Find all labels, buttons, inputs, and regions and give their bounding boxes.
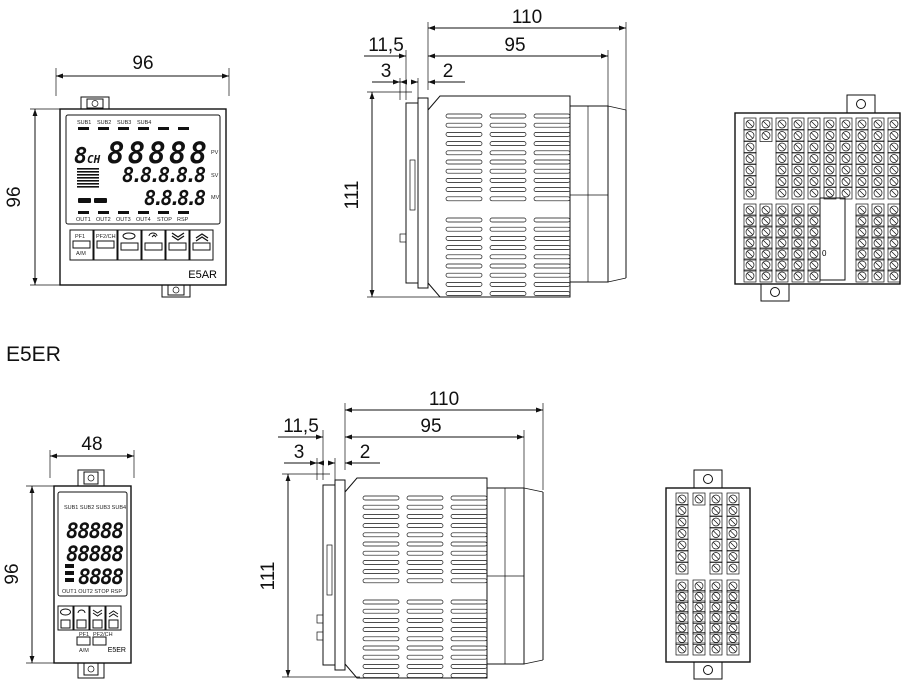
e5ar-side-height-label: 111: [342, 181, 363, 210]
e5er-key-row: [57, 605, 122, 646]
e5ar-stop-label: STOP: [157, 217, 172, 223]
e5ar-pv-tag: PV: [211, 150, 219, 156]
e5er-out-labels-strip: OUT1 OUT2 STOP RSP: [62, 589, 122, 595]
e5er-row3-display: 8888: [78, 565, 124, 589]
e5ar-front-width-label: 96: [132, 53, 153, 74]
e5er-side-view: 110 95 11,5 3 2 111: [258, 389, 544, 679]
e5er-sub-labels-strip: SUB1 SUB2 SUB3 SUB4: [64, 505, 126, 511]
e5ar-key-row: [69, 229, 214, 261]
e5ar-side-front-a-label: 11,5: [368, 35, 404, 56]
e5ar-side-front-c-label: 2: [443, 61, 454, 82]
e5er-front-width-label: 48: [81, 434, 102, 455]
e5ar-sub2-label: SUB2: [97, 120, 111, 126]
e5ar-side-view: 110 95 11,5 3 2 111: [342, 7, 627, 298]
e5er-model-label: E5ER: [108, 647, 126, 654]
e5ar-pf1-key-label: PF1: [75, 234, 85, 240]
e5ar-rear-view: 0: [734, 94, 901, 302]
e5er-side-front-b-label: 3: [294, 442, 305, 463]
e5ar-front-height-label: 96: [4, 186, 25, 207]
e5ar-out2-label: OUT2: [96, 217, 111, 223]
e5ar-out4-label: OUT4: [136, 217, 151, 223]
e5ar-pv-display: 88888: [107, 136, 207, 170]
e5ar-side-depth-total-label: 110: [512, 7, 542, 28]
e5ar-ch-digit: 8: [74, 144, 87, 169]
e5ar-out1-label: OUT1: [76, 217, 91, 223]
e5ar-ch-label: CH: [87, 153, 101, 166]
e5ar-front-view: 96 96 SUB1 SUB2 SUB3 SUB4 8 CH 88888 PV: [4, 53, 230, 298]
e5ar-sv-tag: SV: [211, 173, 219, 179]
e5er-side-depth-total-label: 110: [429, 389, 459, 410]
e5er-side-front-a-label: 11,5: [283, 416, 319, 437]
e5er-front-height-label: 96: [2, 563, 23, 584]
e5ar-rear-mark: 0: [822, 249, 827, 258]
e5er-pf2ch-key-label: PF2/CH: [93, 632, 113, 638]
e5er-title: E5ER: [6, 343, 61, 366]
e5ar-out3-label: OUT3: [116, 217, 131, 223]
e5er-row1-display: 88888: [66, 519, 124, 543]
e5ar-rsp-label: RSP: [177, 217, 189, 223]
e5er-pf1-key-label: PF1: [79, 632, 89, 638]
e5er-side-front-c-label: 2: [360, 442, 371, 463]
e5ar-mv-tag: MV: [211, 195, 220, 201]
e5ar-model-label: E5AR: [188, 269, 217, 281]
e5ar-mv-display: 8.8.8.8: [144, 186, 206, 210]
e5er-am-key-label: A/M: [79, 648, 89, 654]
e5ar-sv-display: 8.8.8.8.8: [122, 163, 206, 187]
e5er-side-height-label: 111: [258, 562, 279, 591]
e5ar-side-front-b-label: 3: [381, 61, 392, 82]
e5ar-sub1-label: SUB1: [77, 120, 91, 126]
e5er-row2-display: 88888: [66, 542, 124, 566]
e5ar-side-depth-body-label: 95: [504, 35, 525, 56]
e5ar-sub3-label: SUB3: [117, 120, 131, 126]
e5er-side-depth-body-label: 95: [420, 416, 441, 437]
e5ar-am-key-label: A/M: [76, 251, 86, 257]
e5ar-sub4-label: SUB4: [137, 120, 151, 126]
e5ar-bargraph: [77, 168, 107, 203]
e5ar-pf2ch-key-label: PF2/CH: [96, 234, 116, 240]
e5er-front-view: 48 96 SUB1 SUB2 SUB3 SUB4 88888 88888 88…: [2, 434, 135, 679]
e5er-rear-view: [665, 469, 751, 680]
